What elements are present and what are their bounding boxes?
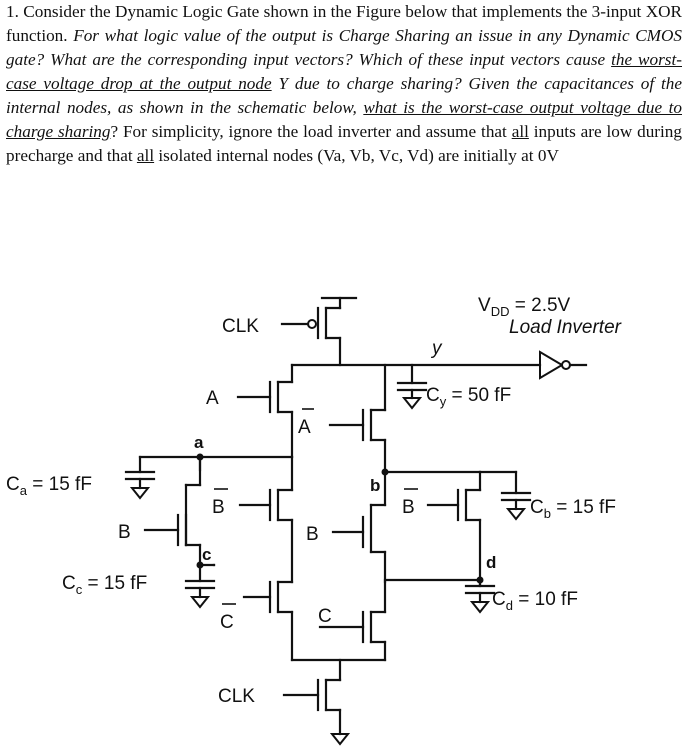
cb-label: Cb = 15 fF (530, 497, 616, 521)
cd-label: Cd = 10 fF (492, 589, 578, 613)
node-c-label: c (202, 545, 211, 564)
clk-top-label: CLK (222, 316, 259, 337)
nmos-b-mid (331, 503, 387, 584)
vdd-symbol (320, 296, 358, 310)
ca-label: Ca = 15 fF (6, 474, 92, 498)
nmos-abar (328, 363, 387, 474)
nmos-bbar-left (198, 455, 294, 584)
question-prompt: For what logic value of the output is Ch… (6, 26, 682, 141)
nmos-a (236, 363, 294, 414)
cb-capacitor (478, 470, 532, 521)
question-intro: 1. Consider the Dynamic Logic Gate shown… (6, 2, 682, 45)
node-b-label: b (370, 476, 380, 495)
input-bbar-right-label: B (402, 497, 415, 518)
eval-nmos-clk (282, 678, 351, 746)
underlined-word-all-2: all (136, 146, 155, 165)
question-part-1: For what logic value of the output is Ch… (6, 26, 682, 69)
clk-bottom-label: CLK (218, 686, 255, 707)
underlined-phrase-worst-case-output: what is the worst-case output voltage du… (6, 98, 682, 141)
nmos-bbar-right (426, 470, 482, 582)
ca-capacitor (124, 455, 156, 500)
output-node-label: y (430, 338, 443, 359)
precharge-pmos (280, 306, 342, 367)
node-a-label: a (194, 433, 204, 452)
input-b-mid-label: B (306, 524, 319, 545)
cy-label: Cy = 50 fF (426, 385, 511, 409)
input-a-label: A (206, 388, 219, 409)
cy-capacitor (396, 363, 428, 410)
nmos-cbar (212, 563, 294, 662)
cd-capacitor (464, 578, 496, 614)
underlined-word-all-1: all (511, 122, 529, 141)
load-inverter-symbol (539, 350, 588, 380)
question-part-4: inputs are low during precharge and that (6, 122, 682, 165)
input-bbar-left-label: B (212, 497, 225, 518)
cc-capacitor (184, 563, 216, 609)
node-b-dot (381, 468, 389, 476)
question-text: 1. Consider the Dynamic Logic Gate shown… (6, 0, 682, 168)
input-b-left-label: B (118, 522, 131, 543)
question-part-2: Y due to charge sharing? Given the capac… (6, 74, 682, 117)
node-d-label: d (486, 553, 496, 572)
vdd-label: VDD = 2.5V (478, 295, 571, 319)
input-cbar-label: C (220, 612, 234, 633)
input-c-label: C (318, 606, 332, 627)
nmos-b-left (143, 483, 202, 547)
cc-label: Cc = 15 fF (62, 573, 147, 597)
load-inverter-label: Load Inverter (509, 317, 622, 338)
nmos-c (318, 580, 387, 662)
input-abar-label: A (298, 417, 311, 438)
question-part-5: isolated internal nodes (Va, Vb, Vc, Vd)… (154, 146, 559, 165)
underlined-phrase-worst-case-drop: the worst-case voltage drop at the outpu… (6, 50, 682, 93)
question-part-3: ? For simplicity, ignore the load invert… (110, 122, 512, 141)
